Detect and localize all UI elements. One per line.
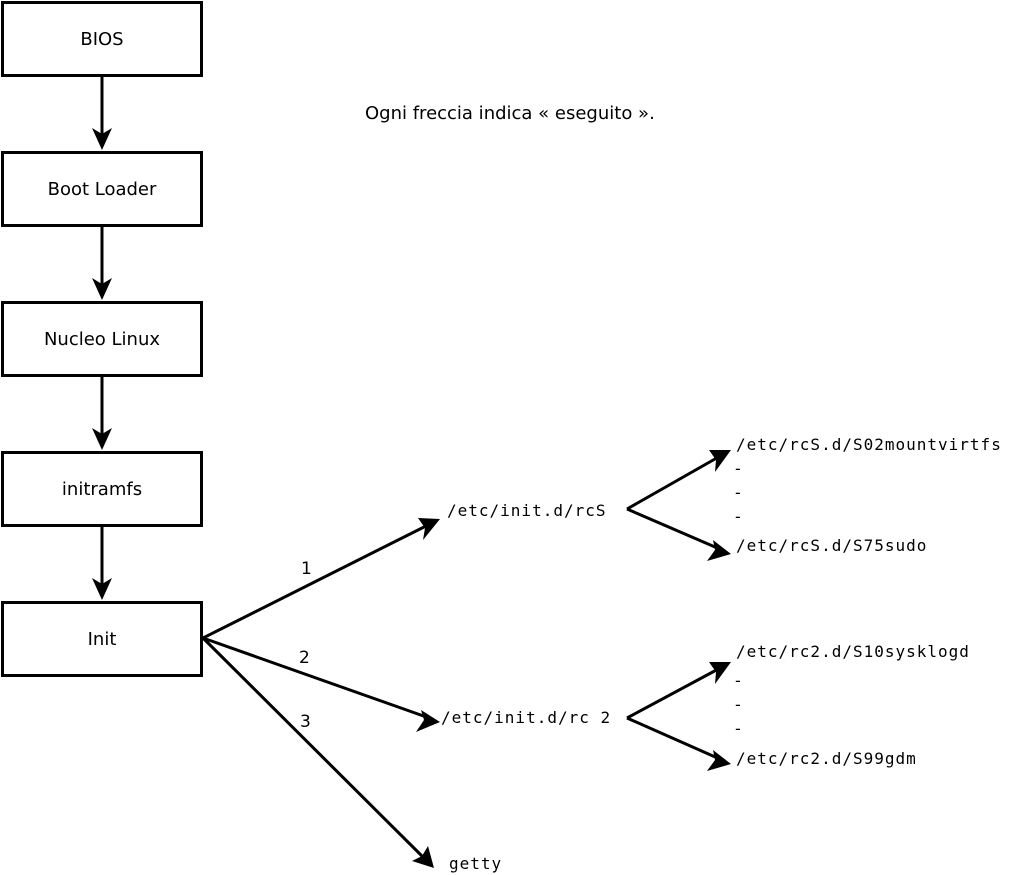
bios-label: BIOS <box>80 28 124 50</box>
arrowhead-rc2-last <box>707 750 731 771</box>
arrow-init-to-getty <box>201 636 430 864</box>
arrowhead-bootloader <box>92 128 112 150</box>
arrowhead-rcs-first <box>709 450 731 472</box>
rcs-last-script: /etc/rcS.d/S75sudo <box>736 536 928 555</box>
branch-number-2: 2 <box>299 648 310 668</box>
arrow-init-to-rc2 <box>202 636 433 721</box>
arrowhead-rc2 <box>416 710 440 732</box>
arrow-rcs-to-first <box>626 453 723 511</box>
branch-number-1: 1 <box>301 559 312 579</box>
init-box: Init <box>1 601 203 677</box>
arrow-init-to-rcs <box>202 521 433 640</box>
arrowhead-rcs <box>418 518 440 540</box>
legend-note: Ogni freccia indica « eseguito ». <box>365 103 655 124</box>
rc2-last-script: /etc/rc2.d/S99gdm <box>736 749 917 768</box>
init-label: Init <box>87 628 117 650</box>
rc2-first-script: /etc/rc2.d/S10sysklogd <box>736 642 970 661</box>
rc2-script-label: /etc/init.d/rc 2 <box>441 708 612 727</box>
arrowhead-rcs-last <box>707 540 731 561</box>
arrowhead-init <box>92 578 112 600</box>
initramfs-label: initramfs <box>61 478 143 500</box>
rcs-script-label: /etc/init.d/rcS <box>447 501 607 520</box>
boot-loader-box: Boot Loader <box>1 151 203 227</box>
rc2-ellipsis-dash: - <box>735 719 741 738</box>
arrowhead-kernel <box>92 278 112 300</box>
rc2-ellipsis-dash: - <box>735 671 741 690</box>
getty-label: getty <box>449 854 503 873</box>
kernel-box: Nucleo Linux <box>1 301 203 377</box>
branch-number-3: 3 <box>300 712 311 732</box>
arrowhead-initramfs <box>92 428 112 450</box>
bios-box: BIOS <box>1 1 203 77</box>
arrow-rc2-to-last <box>626 716 723 762</box>
initramfs-box: initramfs <box>1 451 203 527</box>
boot-loader-label: Boot Loader <box>47 178 157 200</box>
rcs-ellipsis-dash: - <box>735 483 741 502</box>
rcs-first-script: /etc/rcS.d/S02mountvirtfs <box>736 435 1002 454</box>
arrowhead-getty <box>412 846 434 868</box>
arrow-rc2-to-first <box>626 665 723 720</box>
rcs-ellipsis-dash: - <box>735 459 741 478</box>
arrowhead-rc2-first <box>709 662 731 684</box>
kernel-label: Nucleo Linux <box>43 328 161 350</box>
arrow-rcs-to-last <box>626 507 723 552</box>
rcs-ellipsis-dash: - <box>735 507 741 526</box>
rc2-ellipsis-dash: - <box>735 695 741 714</box>
